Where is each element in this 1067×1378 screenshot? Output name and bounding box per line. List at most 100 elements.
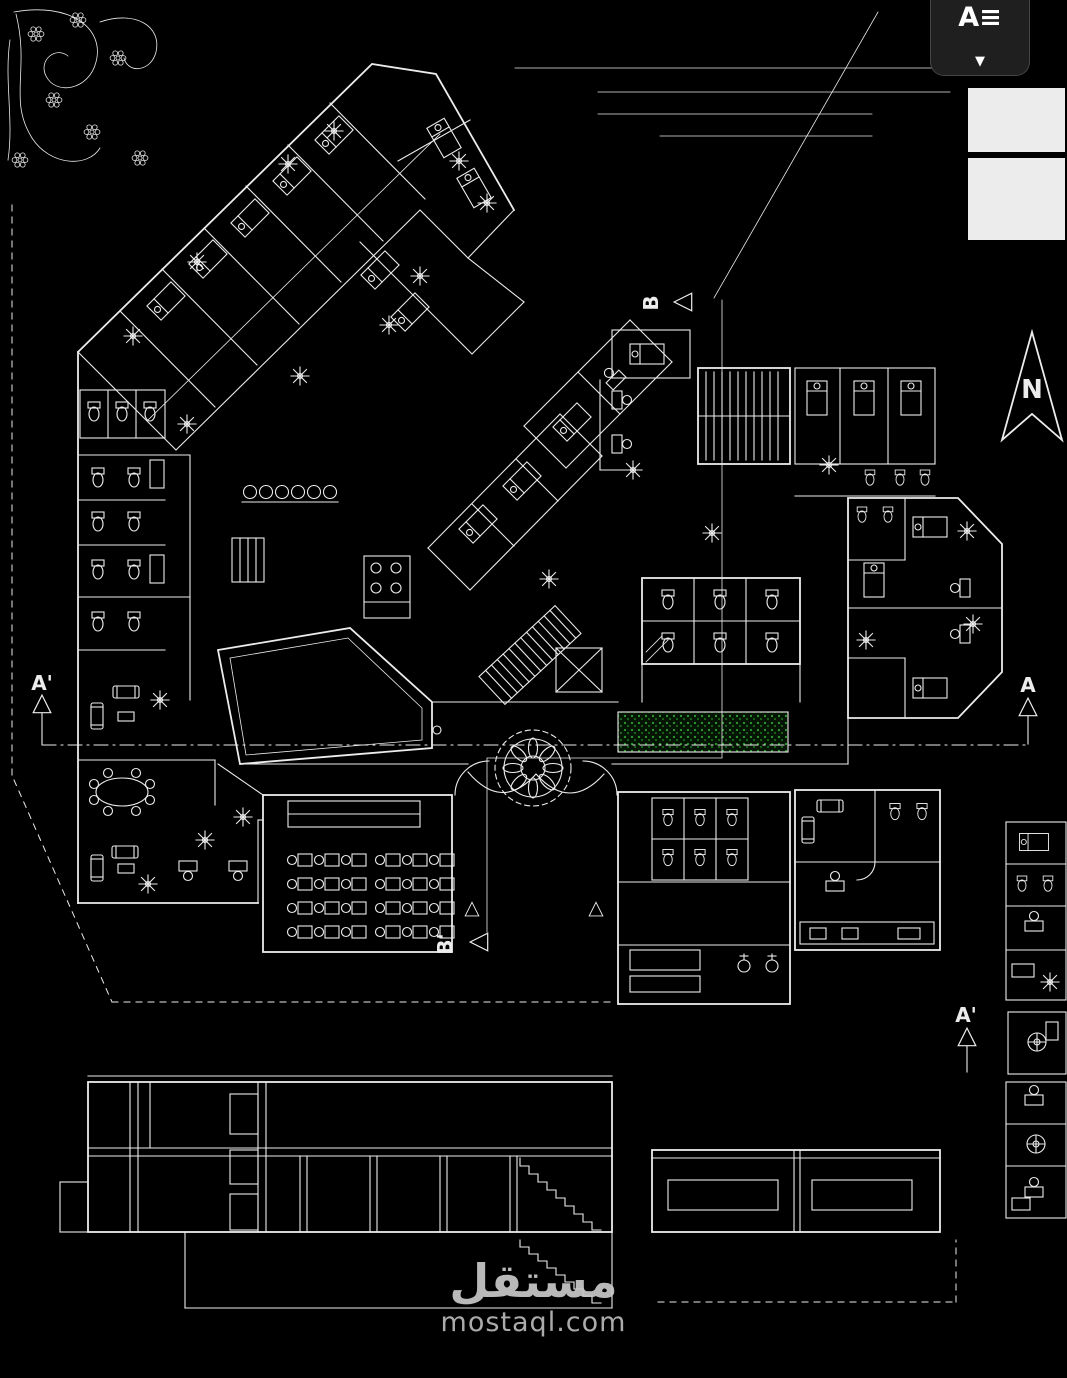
seat-icon bbox=[401, 877, 428, 891]
desk-icon bbox=[1024, 1084, 1044, 1106]
north-label: N bbox=[1021, 375, 1043, 405]
plant-icon bbox=[410, 266, 430, 286]
toilet-icon bbox=[694, 849, 706, 867]
desk-icon bbox=[178, 860, 198, 882]
entry-marker-icon bbox=[588, 901, 604, 917]
plant-icon bbox=[819, 455, 839, 475]
sofa-icon bbox=[111, 845, 139, 859]
seat-icon bbox=[428, 877, 455, 891]
seat-icon bbox=[286, 901, 313, 915]
side-elevation-strip bbox=[651, 1149, 941, 1233]
section-marker-b-label: B bbox=[639, 295, 663, 310]
chevron-down-icon[interactable]: ▼ bbox=[975, 54, 985, 69]
flower-icon bbox=[83, 124, 101, 140]
section-arrow-icon bbox=[673, 292, 693, 312]
section-arrow-icon bbox=[469, 932, 489, 952]
watermark-domain: mostaql.com bbox=[440, 1306, 627, 1338]
corridor-walls bbox=[239, 663, 849, 765]
north-arrow: N bbox=[1000, 328, 1064, 443]
toilet-icon bbox=[662, 809, 674, 827]
desk-icon bbox=[611, 390, 633, 410]
plant-icon bbox=[379, 315, 399, 335]
toilet-icon bbox=[765, 632, 779, 653]
bed-icon bbox=[912, 516, 948, 538]
bed-icon bbox=[629, 343, 665, 365]
flower-icon bbox=[11, 152, 29, 168]
bed-icon bbox=[146, 281, 186, 321]
entry-marker-icon bbox=[464, 901, 480, 917]
watermark: مستقل mostaql.com bbox=[0, 1256, 1067, 1338]
toilet-icon bbox=[856, 506, 868, 523]
toilet-icon bbox=[916, 803, 928, 821]
toilet-icon bbox=[694, 809, 706, 827]
toilet-icon bbox=[91, 467, 105, 488]
east-annex-strips bbox=[1005, 821, 1067, 1219]
plant-icon bbox=[702, 523, 722, 543]
toilet-icon bbox=[919, 469, 931, 486]
plant-icon bbox=[477, 193, 497, 213]
wheelchair-icon bbox=[1026, 1134, 1046, 1154]
toilet-icon bbox=[91, 511, 105, 532]
site-boundary bbox=[11, 204, 957, 1303]
corner-ornament bbox=[7, 9, 158, 168]
plant-icon bbox=[623, 460, 643, 480]
toilet-icon bbox=[87, 401, 101, 422]
elevator-shaft bbox=[555, 647, 603, 693]
seat-icon bbox=[428, 853, 455, 867]
plant-icon bbox=[278, 154, 298, 174]
seat-icon bbox=[401, 925, 428, 939]
leader-lines bbox=[514, 11, 951, 299]
toilet-icon bbox=[127, 611, 141, 632]
toilet-icon bbox=[1016, 875, 1028, 892]
bed-icon bbox=[863, 562, 885, 598]
toilet-icon bbox=[661, 589, 675, 610]
seat-icon bbox=[313, 853, 340, 867]
toilet-icon bbox=[127, 511, 141, 532]
main-stair bbox=[478, 604, 603, 706]
sofa-icon bbox=[90, 702, 104, 730]
sofa-icon bbox=[801, 816, 815, 844]
desk-icon bbox=[1024, 910, 1044, 932]
courtyard-fountain bbox=[494, 729, 572, 807]
seat-icon bbox=[428, 901, 455, 915]
text-style-button[interactable]: A≡ ▼ bbox=[930, 0, 1030, 76]
building-section-drawing bbox=[59, 1075, 613, 1309]
plant-icon bbox=[177, 414, 197, 434]
toilet-icon bbox=[864, 469, 876, 486]
text-style-label: A≡ bbox=[958, 2, 1002, 33]
seat-icon bbox=[286, 877, 313, 891]
main-entrance bbox=[454, 760, 618, 917]
sofa-icon bbox=[90, 854, 104, 882]
plant-icon bbox=[539, 569, 559, 589]
bed-icon bbox=[912, 677, 948, 699]
toilet-icon bbox=[127, 559, 141, 580]
flower-icon bbox=[27, 26, 45, 42]
desk-icon bbox=[825, 870, 845, 892]
plant-icon bbox=[963, 614, 983, 634]
toilet-icon bbox=[713, 589, 727, 610]
plant-icon bbox=[233, 807, 253, 827]
section-arrow-icon bbox=[1018, 697, 1038, 717]
right-core bbox=[697, 367, 936, 497]
desk-icon bbox=[611, 434, 633, 454]
section-marker-a-left-label: A' bbox=[31, 671, 53, 695]
sink-icon bbox=[765, 953, 779, 973]
section-marker-b-prime-label: B' bbox=[433, 933, 457, 954]
plant-icon bbox=[195, 830, 215, 850]
toilet-icon bbox=[662, 849, 674, 867]
seat-icon bbox=[401, 853, 428, 867]
seat-icon bbox=[340, 877, 367, 891]
planter bbox=[617, 711, 789, 753]
bed-icon bbox=[502, 461, 542, 501]
bed-icon bbox=[900, 380, 922, 416]
plant-icon bbox=[150, 690, 170, 710]
seat-icon bbox=[401, 901, 428, 915]
bed-icon bbox=[426, 117, 462, 159]
seat-icon bbox=[313, 901, 340, 915]
plant-icon bbox=[290, 366, 310, 386]
desk-icon bbox=[949, 624, 971, 644]
toilet-icon bbox=[1042, 875, 1054, 892]
plant-icon bbox=[187, 252, 207, 272]
